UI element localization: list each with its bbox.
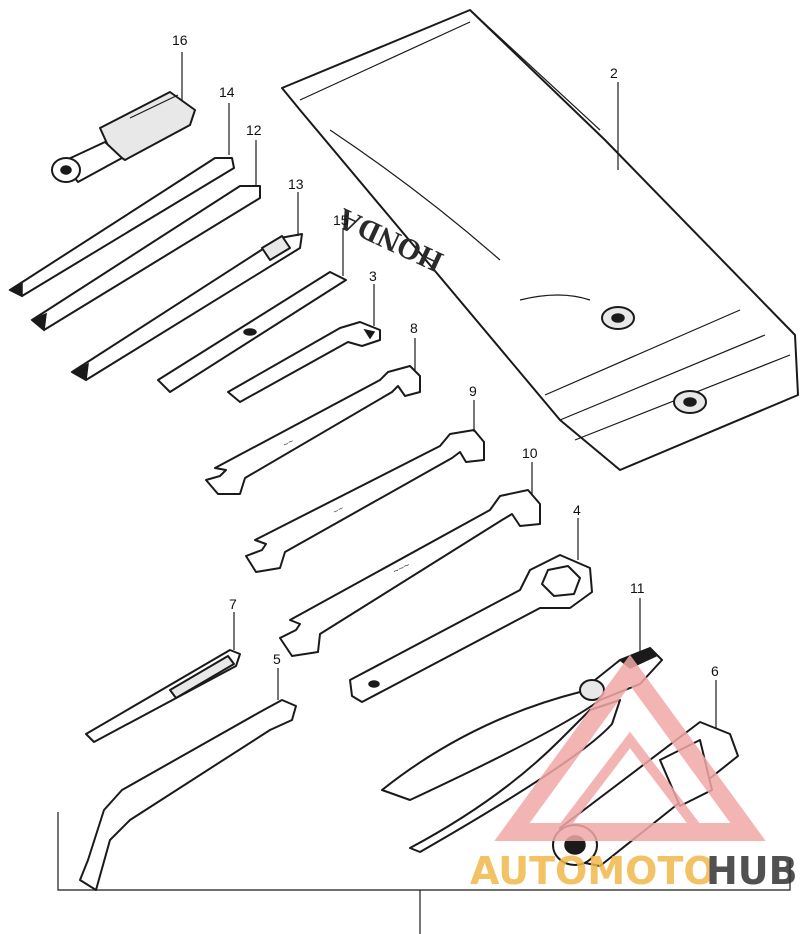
watermark-text-primary: AUTOMOTO: [470, 849, 716, 893]
watermark-triangle: [494, 654, 766, 841]
callout-13: 13: [288, 176, 304, 192]
double-open-end-wrench-9: ~~: [245, 429, 485, 573]
pouch-snap-upper: [601, 306, 635, 330]
tool-pouch: HONDA: [281, 9, 799, 471]
callout-5: 5: [273, 651, 281, 667]
open-end-wrench-small: [227, 321, 381, 403]
double-open-end-wrench-10: ~~~: [279, 489, 541, 657]
screwdriver-bit-flat: [8, 157, 235, 298]
watermark-text-secondary: HUB: [706, 849, 798, 893]
feeler-gauge: [157, 271, 347, 393]
callout-10: 10: [522, 445, 538, 461]
callout-2: 2: [610, 65, 618, 81]
hook-spanner: [79, 699, 297, 891]
screwdriver-bit-phillips: [30, 185, 261, 332]
callout-7: 7: [229, 596, 237, 612]
callout-4: 4: [573, 502, 581, 518]
callout-9: 9: [469, 383, 477, 399]
svg-text:~~: ~~: [281, 436, 295, 450]
callout-12: 12: [246, 122, 262, 138]
double-open-end-wrench-8: ~~: [205, 365, 421, 495]
svg-text:~~: ~~: [331, 503, 345, 517]
callout-8: 8: [410, 320, 418, 336]
callout-16: 16: [172, 32, 188, 48]
ring-spanner: [349, 554, 593, 703]
callout-3: 3: [369, 268, 377, 284]
pouch-snap-lower: [673, 390, 707, 414]
callout-15: 15: [333, 212, 349, 228]
callout-14: 14: [219, 84, 235, 100]
screwdriver-double-end: [70, 233, 303, 382]
automotohub-watermark: AUTOMOTO HUB: [470, 654, 798, 893]
screwdriver-handle: [51, 91, 196, 183]
callout-6: 6: [711, 663, 719, 679]
file-tool: [85, 649, 241, 743]
kit-bracket: [57, 812, 791, 934]
callout-11: 11: [630, 580, 645, 596]
